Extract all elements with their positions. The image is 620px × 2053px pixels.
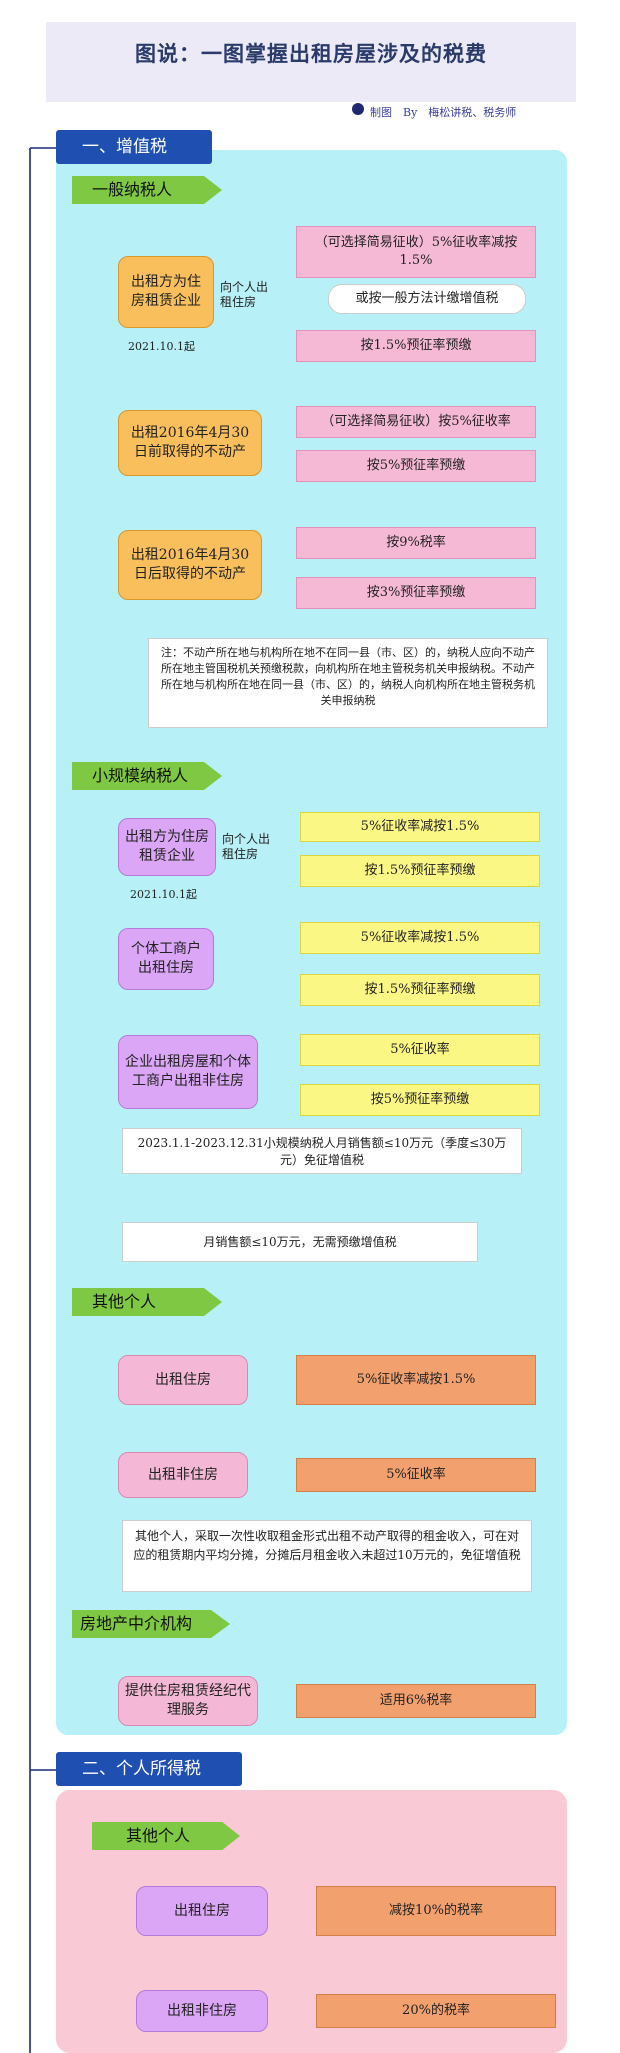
- iit-result-20-percent: 20%的税率: [316, 1994, 556, 2028]
- small-result-individual-5-reduced-1-5: 5%征收率减按1.5%: [300, 922, 540, 954]
- general-result-prepay-3: 按3%预征率预缴: [296, 577, 536, 609]
- other-individuals-tag: 其他个人: [72, 1288, 222, 1316]
- other-note-exemption: 其他个人，采取一次性收取租金形式出租不动产取得的租金收入，可在对应的租赁期内平均…: [122, 1520, 532, 1592]
- small-result-prepay-1-5: 按1.5%预征率预缴: [300, 855, 540, 887]
- general-result-9-percent: 按9%税率: [296, 527, 536, 559]
- agency-result-6-percent: 适用6%税率: [296, 1684, 536, 1718]
- small-note-exemption: 2023.1.1-2023.12.31小规模纳税人月销售额≤10万元（季度≤30…: [122, 1128, 522, 1174]
- other-result-5-reduced-1-5: 5%征收率减按1.5%: [296, 1355, 536, 1405]
- credit-line: 制图 By 梅松讲税、税务师: [370, 106, 517, 119]
- iit-other-individuals-tag: 其他个人: [92, 1822, 240, 1850]
- agency-node-brokerage: 提供住房租赁经纪代理服务: [118, 1676, 258, 1726]
- general-result-prepay-5: 按5%预征率预缴: [296, 450, 536, 482]
- iit-result-10-percent: 减按10%的税率: [316, 1886, 556, 1936]
- general-result-simplified-5: （可选择简易征收）按5%征收率: [296, 406, 536, 438]
- page-title: 图说：一图掌握出租房屋涉及的税费: [135, 41, 487, 66]
- general-note: 注：不动产所在地与机构所在地不在同一县（市、区）的，纳税人应向不动产所在地主管国…: [148, 638, 548, 728]
- other-node-residential: 出租住房: [118, 1355, 248, 1405]
- small-node-individual-business: 个体工商户出租住房: [118, 928, 214, 990]
- small-node-enterprise-non-residential: 企业出租房屋和个体工商户出租非住房: [118, 1035, 258, 1109]
- small-result-prepay-5: 按5%预征率预缴: [300, 1084, 540, 1116]
- vat-section-header: 一、增值税: [56, 130, 212, 164]
- other-result-5-percent: 5%征收率: [296, 1458, 536, 1492]
- small-taxpayer-tag: 小规模纳税人: [72, 762, 222, 790]
- general-result-prepay-1-5: 按1.5%预征率预缴: [296, 330, 536, 362]
- small-note-no-prepay: 月销售额≤10万元，无需预缴增值税: [122, 1222, 478, 1262]
- general-node-before-2016: 出租2016年4月30日前取得的不动产: [118, 410, 262, 476]
- general-node-rental-enterprise-label: 向个人出租住房: [220, 280, 269, 309]
- general-node-rental-enterprise-date: 2021.10.1起: [128, 340, 195, 353]
- iit-section-header: 二、个人所得税: [56, 1752, 242, 1786]
- small-result-5-reduced-1-5: 5%征收率减按1.5%: [300, 812, 540, 842]
- agency-tag: 房地产中介机构: [72, 1610, 230, 1638]
- small-result-individual-prepay-1-5: 按1.5%预征率预缴: [300, 974, 540, 1006]
- general-node-rental-enterprise: 出租方为住房租赁企业: [118, 256, 214, 328]
- credit-dot-icon: [352, 103, 364, 115]
- small-result-5-percent: 5%征收率: [300, 1034, 540, 1066]
- general-node-after-2016: 出租2016年4月30日后取得的不动产: [118, 530, 262, 600]
- general-result-simplified-1-5: （可选择简易征收）5%征收率减按1.5%: [296, 226, 536, 278]
- title-banner: 图说：一图掌握出租房屋涉及的税费: [46, 22, 576, 102]
- small-node-rental-enterprise-date: 2021.10.1起: [130, 888, 197, 901]
- small-node-rental-enterprise: 出租方为住房租赁企业: [118, 818, 216, 876]
- other-node-non-residential: 出租非住房: [118, 1452, 248, 1498]
- small-node-rental-enterprise-label: 向个人出租住房: [222, 832, 271, 861]
- iit-node-residential: 出租住房: [136, 1886, 268, 1936]
- general-result-general-method: 或按一般方法计缴增值税: [328, 284, 526, 314]
- iit-node-non-residential: 出租非住房: [136, 1990, 268, 2032]
- general-taxpayer-tag: 一般纳税人: [72, 176, 222, 204]
